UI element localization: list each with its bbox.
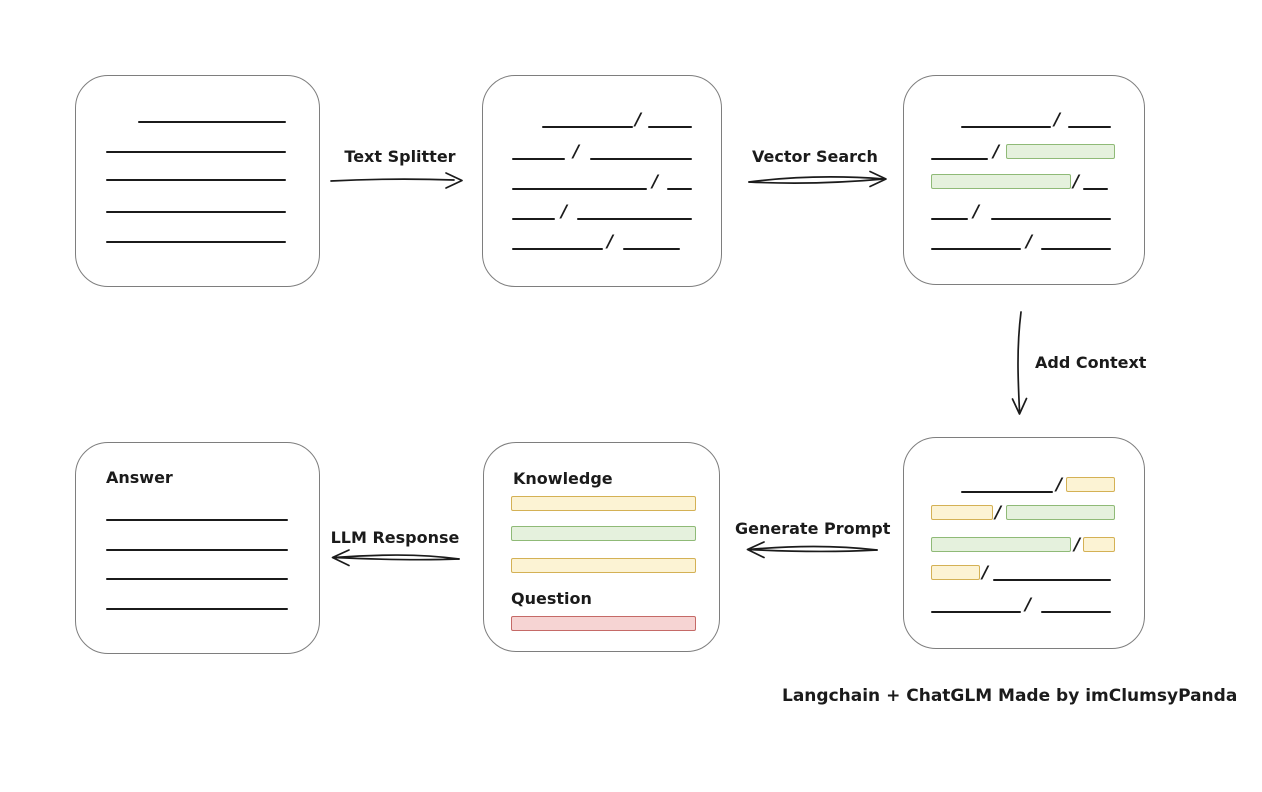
text-line [991,218,1111,220]
chunk-separator-slash: / [1026,232,1033,252]
text-line [106,519,288,521]
text-line [106,549,288,551]
llm-response-label: LLM Response [330,528,460,547]
text-splitter-label: Text Splitter [344,147,456,166]
text-line [931,248,1021,250]
chunk-separator-slash: / [1025,595,1032,615]
answer-box: Answer [75,442,320,654]
answer-label: Answer [106,468,173,487]
vector-search-label: Vector Search [752,147,878,166]
text-line [106,241,286,243]
text-line [961,126,1051,128]
add-context-arrow [1011,311,1028,415]
text-line [106,179,286,181]
text-line [1068,126,1111,128]
text-line [106,211,286,213]
chunk-separator-slash: / [1054,110,1061,130]
chunk-separator-slash: / [561,202,568,222]
chunk-separator-slash: / [1056,475,1063,495]
add-context-label: Add Context [1035,353,1147,372]
generate-prompt-arrow [746,541,878,559]
chunk-separator-slash: / [1073,172,1080,192]
green-chunk-bar [931,537,1071,552]
source-document-box [75,75,320,287]
yellow-chunk-bar [1083,537,1115,552]
text-line [1041,611,1111,613]
yellow-chunk-bar [931,565,980,580]
yellow-chunk-bar [1066,477,1115,492]
text-line [577,218,692,220]
vector-search-result-box: / / / / / [903,75,1145,285]
split-chunks-box: / / / / / [482,75,722,287]
vector-search-arrow [748,170,887,188]
question-label: Question [511,589,592,608]
text-line [106,151,286,153]
text-line [667,188,692,190]
text-line [106,578,288,580]
chunk-separator-slash: / [993,142,1000,162]
chunk-separator-slash: / [982,563,989,583]
text-splitter-arrow [330,172,463,189]
chunk-separator-slash: / [573,142,580,162]
text-line [590,158,692,160]
chunk-separator-slash: / [1074,535,1081,555]
credit-text: Langchain + ChatGLM Made by imClumsyPand… [782,686,1238,706]
text-line [993,579,1111,581]
red-chunk-bar [511,616,696,631]
text-line [1083,188,1108,190]
generate-prompt-label: Generate Prompt [735,519,891,538]
text-line [138,121,286,123]
green-chunk-bar [931,174,1071,189]
text-line [648,126,692,128]
chunk-separator-slash: / [995,503,1002,523]
context-chunks-box: / / / / / [903,437,1145,649]
text-line [1041,248,1111,250]
green-chunk-bar [1006,505,1115,520]
yellow-chunk-bar [511,558,696,573]
text-line [542,126,633,128]
text-line [931,218,968,220]
text-line [512,158,565,160]
text-line [623,248,680,250]
green-chunk-bar [1006,144,1115,159]
text-line [931,611,1021,613]
text-line [961,491,1053,493]
chunk-separator-slash: / [973,202,980,222]
text-line [512,188,647,190]
text-line [931,158,988,160]
chunk-separator-slash: / [652,172,659,192]
chunk-separator-slash: / [607,232,614,252]
yellow-chunk-bar [511,496,696,511]
yellow-chunk-bar [931,505,993,520]
llm-response-arrow [331,549,460,567]
green-chunk-bar [511,526,696,541]
chunk-separator-slash: / [635,110,642,130]
knowledge-label: Knowledge [513,469,613,488]
text-line [512,218,555,220]
text-line [512,248,603,250]
text-line [106,608,288,610]
